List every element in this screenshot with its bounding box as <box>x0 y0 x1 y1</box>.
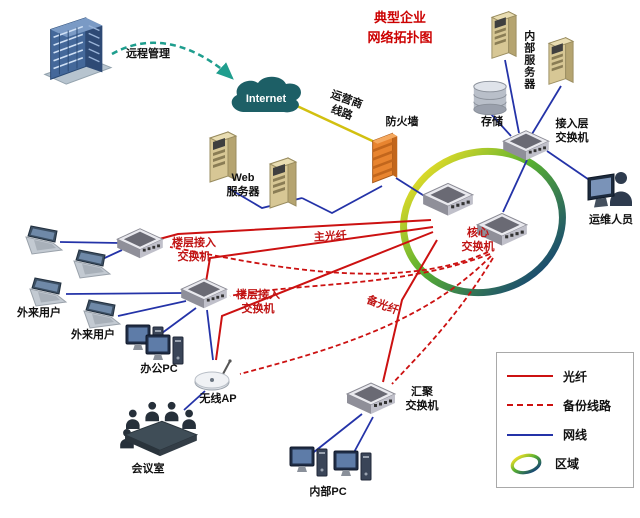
internal-pc-icon <box>332 448 374 486</box>
core-zone-ring <box>400 147 566 297</box>
floor-access-switch-icon <box>178 274 230 312</box>
label-agg-switch: 汇聚 交换机 <box>405 386 439 412</box>
laptop-icon <box>70 248 112 280</box>
storage-icon <box>468 78 512 118</box>
label-floor-switch-1: 楼层接入 交换机 <box>172 237 216 263</box>
label-access-switch: 接入层 交换机 <box>555 118 589 144</box>
internet-label: Internet <box>245 93 287 105</box>
internal-server-icon <box>543 34 579 88</box>
legend-cable-label: 网线 <box>563 428 588 443</box>
label-web-server: Web 服务器 <box>226 172 260 198</box>
label-wireless-ap: 无线AP <box>199 393 237 405</box>
label-main-fiber: 主光纤 <box>313 229 348 244</box>
legend-fiber-label: 光纤 <box>563 369 588 384</box>
meeting-room-icon <box>110 396 208 462</box>
internal-server-icon <box>486 8 522 62</box>
label-ops-staff: 运维人员 <box>589 214 633 226</box>
label-internal-pc: 内部PC <box>309 486 347 498</box>
label-external-user-2: 外来用户 <box>71 329 115 341</box>
legend: 光纤 备份线路 网线 区域 <box>496 352 634 488</box>
floor-access-switch-icon <box>114 224 166 262</box>
fiber-line-sample <box>507 375 553 377</box>
legend-row-backup: 备份线路 <box>507 392 623 418</box>
firewall-icon <box>366 128 402 188</box>
access-layer-switch-icon <box>500 126 552 164</box>
label-external-user-1: 外来用户 <box>17 307 61 319</box>
label-remote-management: 远程管理 <box>126 48 170 60</box>
ops-staff-icon <box>584 166 634 214</box>
carrier-link <box>296 104 380 146</box>
zone-ring-sample <box>507 451 545 477</box>
label-core-switch: 核心 交换机 <box>461 227 495 253</box>
laptop-icon <box>80 298 122 330</box>
label-office-pc: 办公PC <box>140 363 178 375</box>
headquarters-building-icon <box>30 8 122 90</box>
cable-links <box>59 59 602 457</box>
label-firewall: 防火墙 <box>385 116 419 128</box>
web-server-icon <box>264 154 302 212</box>
internal-pc-icon <box>288 444 330 482</box>
legend-row-cable: 网线 <box>507 422 623 448</box>
legend-backup-label: 备份线路 <box>563 398 612 413</box>
diagram-title: 典型企业 网络拓扑图 <box>367 10 433 45</box>
backup-line-sample <box>507 404 553 407</box>
internet-cloud-icon: Internet <box>224 72 308 122</box>
label-storage: 存储 <box>481 116 503 128</box>
label-floor-switch-2: 楼层接入 交换机 <box>236 289 280 315</box>
legend-row-zone: 区域 <box>507 451 623 477</box>
wireless-ap-icon <box>192 358 236 392</box>
backup-fiber-links <box>169 246 494 385</box>
legend-zone-label: 区域 <box>555 457 580 472</box>
label-internal-server: 内部服务器 <box>522 30 535 90</box>
label-meeting-room: 会议室 <box>131 463 165 475</box>
cable-line-sample <box>507 433 553 436</box>
laptop-icon <box>26 276 68 308</box>
legend-row-fiber: 光纤 <box>507 363 623 389</box>
laptop-icon <box>22 224 64 256</box>
aggregation-switch-icon <box>344 378 398 418</box>
core-switch-icon <box>420 176 476 222</box>
